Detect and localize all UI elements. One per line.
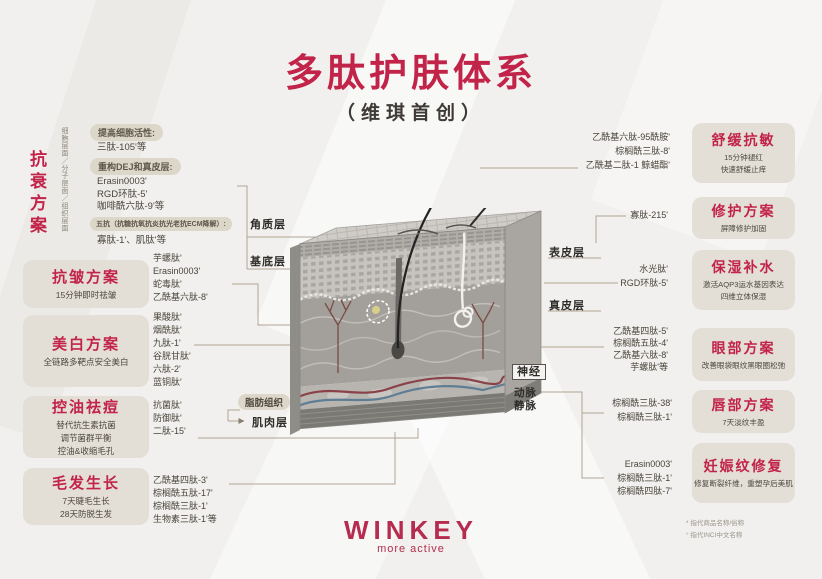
peptide-list-soothing: 乙酰基六肽-95酰胺' 棕榈酰三肽-8' 乙酰基二肽-1 鲸蜡酯' [585,132,670,170]
plan-title: 保湿补水 [711,259,776,276]
plan-title: 抗皱方案 [51,268,120,286]
anti-aging-title: 抗衰方案 [27,150,46,238]
plan-title: 控油祛痘 [51,398,120,416]
plan-desc: 7天淡纹丰盈 [722,417,765,427]
plan-box-hair-growth: 毛发生长 7天睫毛生长 28天防脱生发 [23,468,149,525]
label-muscle-layer: 肌肉层 [252,417,288,429]
plan-box-anti-wrinkle: 抗皱方案 15分钟即时祛皱 [23,260,149,308]
peptide-list-oil-control: 抗菌肽' 防御肽' 二肽-15' [153,400,186,436]
plan-title: 妊娠纹修复 [703,458,784,475]
plan-box-soothing: 舒缓抗敏 15分钟褪红 快速舒缓止痒 [692,123,795,183]
brand-logo: WINKEY more active [0,515,822,555]
peptide-list-anti-wrinkle: 芋螺肽' Erasin0003' 蛇毒肽' 乙酰基六肽-8' [153,253,208,302]
peptide-list-moisturizing: 水光肽' RGD环肽-5' [620,264,668,288]
plan-box-whitening: 美白方案 全链路多靶点安全美白 [23,315,149,387]
plan-box-repair: 修护方案 屏障修护加固 [692,197,795,239]
plan-desc: 屏障修护加固 [720,224,767,234]
peptide-list-stretch-mark: Erasin0003' 棕榈酰三肽-1' 棕榈酰四肽-7' [617,459,672,496]
skin-diagram [290,208,542,435]
plan-box-moisturizing: 保湿补水 激活AQP3运水基因表达 四维立体保湿 [692,250,795,310]
plan-desc: 15分钟即时祛皱 [55,289,117,300]
plan-title: 唇部方案 [711,396,776,413]
peptide-list-lip: 棕榈酰三肽-38' 棕榈酰三肽-1' [612,398,672,422]
label-nerve: 神经 [512,364,546,380]
footnotes: * 指代商品名称/俗称 ° 指代INCI中文名称 [686,520,745,539]
plan-title: 毛发生长 [51,474,120,492]
plan-title: 舒缓抗敏 [711,132,776,149]
anti-aging-group-items: 寡肽-1'、肌肽'等 [97,235,167,246]
peptide-list-whitening: 果酸肽' 烟酰肽' 九肽-1' 谷胱甘肽' 六肽-2' 蓝铜肽' [153,312,191,387]
plan-desc: 激活AQP3运水基因表达 四维立体保湿 [702,280,784,301]
label-stratum-corneum: 角质层 [250,219,286,231]
anti-aging-group-header: 重构DEJ和真皮层: [90,158,181,175]
label-basal-layer: 基底层 [250,256,286,268]
label-epidermis: 表皮层 [549,247,585,259]
peptide-list-repair: 寡肽-215' [630,210,668,220]
plan-desc: 改善眼袋眼纹黑眼圈松弛 [701,360,786,370]
plan-title: 修护方案 [711,203,776,220]
plan-box-oil-control: 控油祛痘 替代抗生素抗菌 调节菌群平衡 控油&收缩毛孔 [23,396,149,458]
peptide-list-hair-growth: 乙酰基四肽-3' 棕榈酰五肽-17' 棕榈酰三肽-1' 生物素三肽-1'等 [153,475,217,524]
plan-desc: 替代抗生素抗菌 调节菌群平衡 控油&收缩毛孔 [56,419,116,457]
plan-desc: 全链路多靶点安全美白 [43,356,129,367]
brand-name: WINKEY [344,515,478,545]
plan-desc: 修复断裂纤维，重塑孕后美肌 [694,479,793,489]
plan-box-eye: 眼部方案 改善眼袋眼纹黑眼圈松弛 [692,328,795,381]
plan-box-stretch-mark: 妊娠纹修复 修复断裂纤维，重塑孕后美肌 [692,443,795,503]
anti-aging-group-items: Erasin0003' RGD环肽-5' 咖啡酰六肽-9'等 [97,176,165,213]
label-vein: 静脉 [514,400,537,412]
peptide-list-eye: 乙酰基四肽-5' 棕榈酰五肽-4' 乙酰基六肽-8' 芋螺肽'等 [613,326,668,372]
plan-desc: 7天睫毛生长 28天防脱生发 [60,495,112,519]
page-subtitle: （维琪首创） [335,103,486,124]
plan-desc: 15分钟褪红 快速舒缓止痒 [720,153,767,174]
label-dermis: 真皮层 [549,300,585,312]
plan-title: 眼部方案 [711,339,776,356]
anti-aging-group-header: 五抗（抗糖抗氧抗炎抗光老抗ECM降解）: [90,217,232,231]
plan-title: 美白方案 [51,335,120,353]
anti-aging-group-items: 三肽-105'等 [97,142,147,153]
label-fat-tissue: 脂肪组织 [238,394,291,410]
page-title: 多肽护肤体系 [284,53,537,95]
anti-aging-group-header: 提高细胞活性: [90,124,163,141]
plan-box-lip: 唇部方案 7天淡纹丰盈 [692,390,795,433]
anti-aging-side-note: 细胞层面／分子层面／组织层面 [61,127,68,232]
brand-tagline: more active [377,543,445,555]
